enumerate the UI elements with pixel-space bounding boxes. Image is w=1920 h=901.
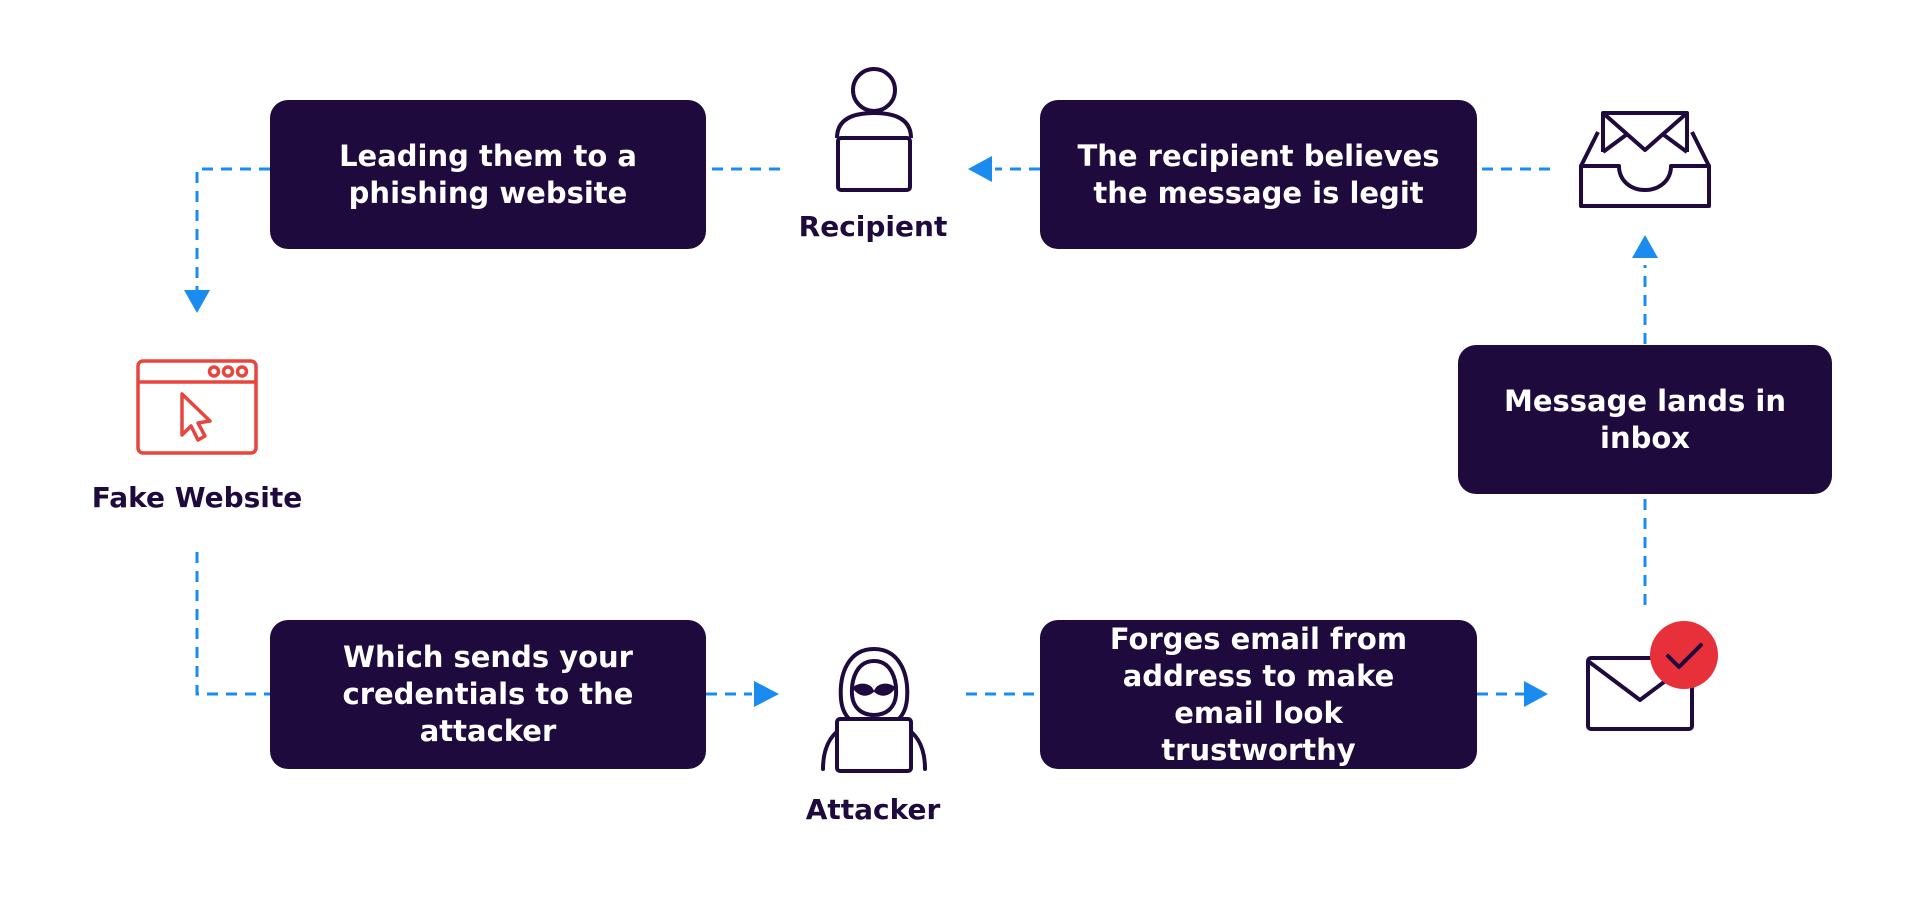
- step-text: Message lands in inbox: [1504, 383, 1786, 455]
- envelope-checkmark-icon: [1584, 618, 1722, 732]
- attacker-label: Attacker: [805, 793, 941, 826]
- step-sends-credentials-to-attacker: Which sends your credentials to the atta…: [270, 620, 706, 769]
- step-leading-to-phishing-website: Leading them to a phishing website: [270, 100, 706, 249]
- connector-leading-to-website: [195, 167, 270, 292]
- arrowhead-down-to-website: [184, 290, 210, 313]
- arrowhead-right-to-email: [1524, 681, 1548, 707]
- arrowhead-left-to-recipient: [968, 156, 992, 182]
- hooded-hacker-icon: [815, 645, 933, 775]
- arrowhead-up-to-inbox: [1632, 235, 1658, 258]
- person-at-laptop-icon: [824, 64, 924, 194]
- recipient-label: Recipient: [798, 210, 948, 243]
- step-recipient-believes-message: The recipient believes the message is le…: [1040, 100, 1477, 249]
- inbox-tray-envelope-icon: [1578, 110, 1712, 210]
- step-text: The recipient believes the message is le…: [1077, 138, 1440, 210]
- step-forges-email-address: Forges email from address to make email …: [1040, 620, 1477, 769]
- step-text: Leading them to a phishing website: [339, 138, 637, 210]
- fake-website-label: Fake Website: [91, 481, 303, 514]
- browser-window-cursor-icon: [135, 358, 259, 456]
- step-message-lands-in-inbox: Message lands in inbox: [1458, 345, 1832, 494]
- step-text: Forges email from address to make email …: [1109, 621, 1408, 767]
- arrowhead-right-to-attacker: [754, 681, 779, 707]
- connector-website-to-sends: [195, 552, 270, 696]
- step-text: Which sends your credentials to the atta…: [342, 640, 634, 748]
